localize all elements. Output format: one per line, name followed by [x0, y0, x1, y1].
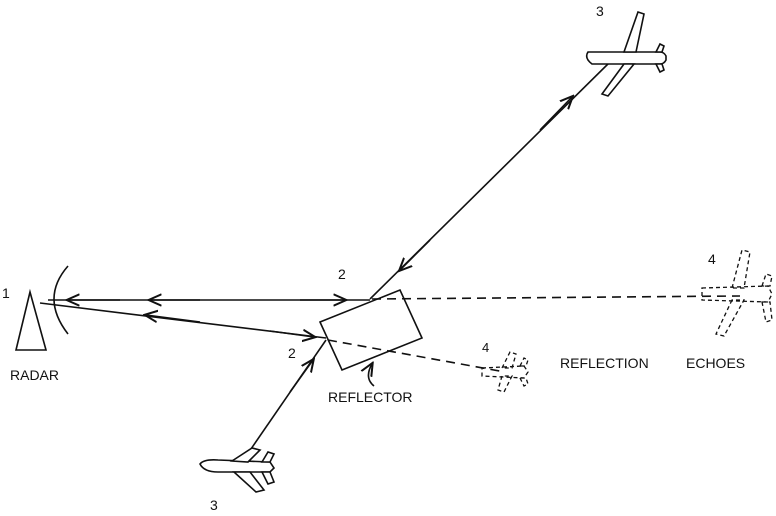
- return-path-lower: [39, 302, 327, 338]
- radar-antenna-icon: [14, 265, 69, 351]
- aircraft-number-top: 3: [596, 3, 604, 19]
- radar-number: 1: [2, 285, 10, 301]
- echo-number-right: 4: [708, 251, 716, 267]
- path-to-bottom-jet: [241, 339, 327, 463]
- reflector-pointer: [368, 364, 375, 387]
- ghost-airplane-icon: [701, 249, 773, 337]
- reflector-plate-icon: [318, 288, 424, 372]
- radar-label: RADAR: [10, 367, 59, 383]
- echoes-label: ECHOES: [686, 355, 745, 371]
- aircraft-number-bottom: 3: [210, 497, 218, 513]
- reflector-number-bottom: 2: [288, 345, 296, 361]
- reflector-number-top: 2: [338, 266, 346, 282]
- reflector-label: REFLECTOR: [328, 389, 413, 405]
- airplane-icon: [585, 10, 667, 97]
- ghost-airplane-icon-small: [481, 351, 529, 393]
- echo-number-small: 4: [482, 340, 489, 355]
- reflection-label: REFLECTION: [560, 355, 649, 371]
- jet-icon: [199, 447, 276, 493]
- echo-line-right: [371, 295, 741, 300]
- path-to-top-aircraft: [369, 59, 613, 300]
